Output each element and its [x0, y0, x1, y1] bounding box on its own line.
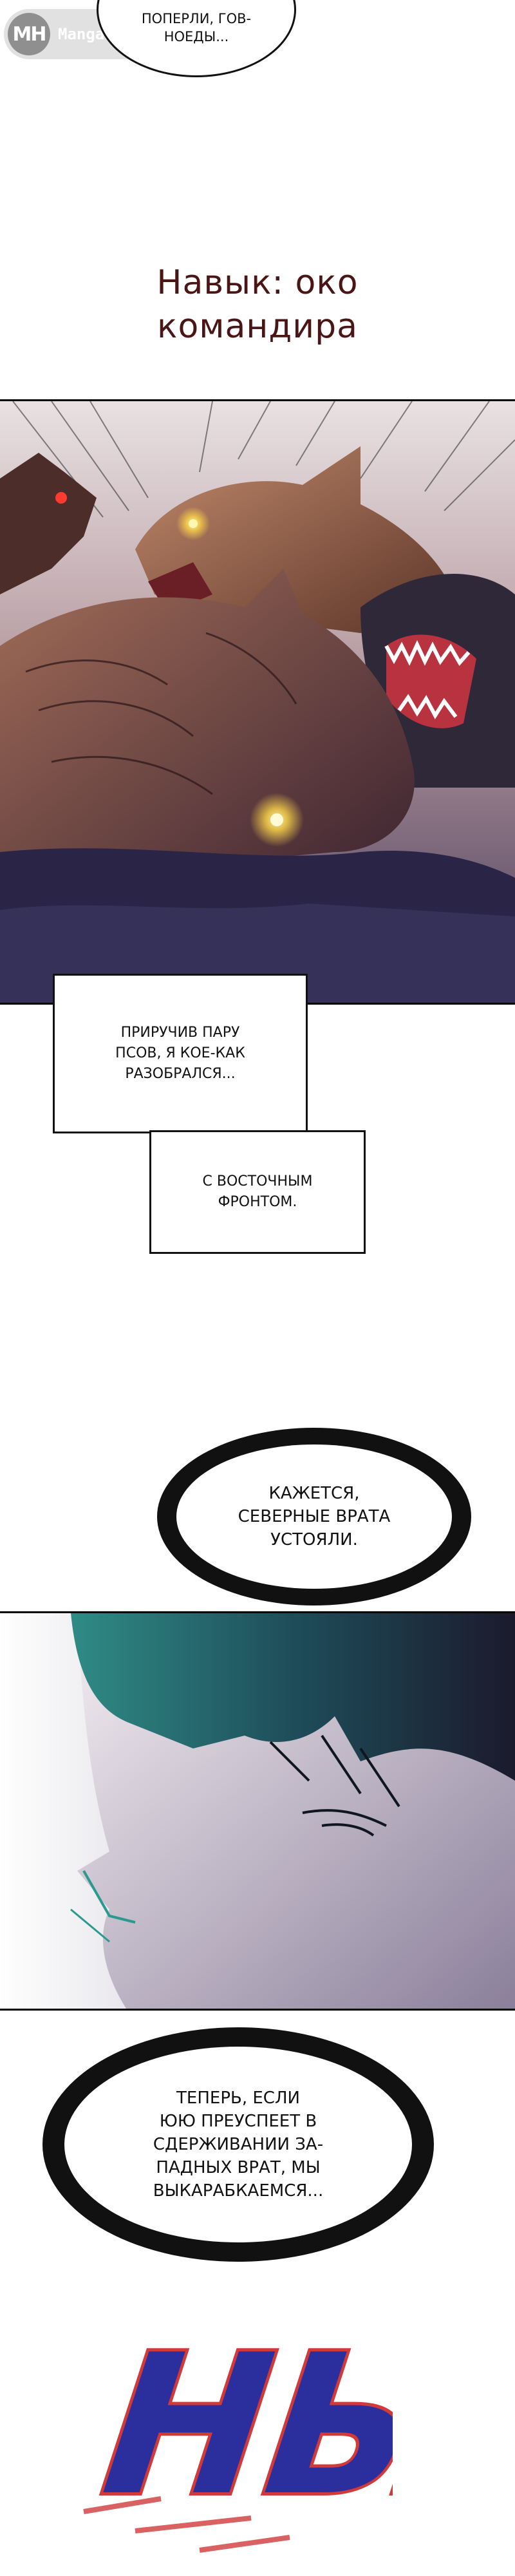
- narration-1-line-1: ПРИРУЧИВ ПАРУ: [120, 1025, 240, 1041]
- bubble-bottom-line-1: ТЕПЕРЬ, ЕСЛИ: [176, 2088, 300, 2108]
- bubble-mid-line-1: КАЖЕТСЯ,: [268, 1484, 360, 1503]
- speech-bubble-top: ПОПЕРЛИ, ГОВ- НОЕДЫ...: [97, 0, 296, 77]
- speech-bubble-spiky-1: КАЖЕТСЯ, СЕВЕРНЫЕ ВРАТА УСТОЯЛИ.: [153, 1423, 475, 1610]
- speech-bubble-spiky-2: ТЕПЕРЬ, ЕСЛИ ЮЮ ПРЕУСПЕЕТ В СДЕРЖИВАНИИ …: [39, 2022, 438, 2267]
- bubble-mid-line-2: СЕВЕРНЫЕ ВРАТА: [238, 1507, 391, 1526]
- wolves-illustration: [0, 401, 515, 1003]
- bubble-bottom-line-4: ПАДНЫХ ВРАТ, МЫ: [156, 2158, 321, 2177]
- narration-2-line-1: С ВОСТОЧНЫМ: [202, 1173, 313, 1189]
- spiky-bubble-2-shape: [42, 2027, 434, 2262]
- skill-title-line-2: командира: [157, 307, 358, 346]
- bubble-bottom-line-3: СДЕРЖИВАНИИ ЗА-: [153, 2135, 324, 2154]
- spiky-bubble-1-shape: [157, 1428, 471, 1605]
- sound-effect: НЫ!: [58, 2280, 515, 2563]
- skill-title-line-1: Навык: око: [156, 263, 359, 302]
- bubble-bottom-line-5: ВЫКАРАБКАЕМСЯ...: [153, 2181, 324, 2201]
- skill-title: Навык: око командира: [0, 261, 515, 348]
- narration-box-1: ПРИРУЧИВ ПАРУ ПСОВ, Я КОЕ-КАК РАЗОБРАЛСЯ…: [53, 974, 308, 1133]
- bubble-top-line-2: НОЕДЫ...: [164, 29, 229, 44]
- watermark-logo: MH: [8, 13, 50, 55]
- sfx-lettering: НЫ!: [68, 2309, 515, 2553]
- bubble-top-line-1: ПОПЕРЛИ, ГОВ-: [141, 11, 252, 26]
- narration-2-line-2: ФРОНТОМ.: [218, 1194, 297, 1210]
- bubble-mid-line-3: УСТОЯЛИ.: [270, 1530, 358, 1549]
- panel-wolves: [0, 399, 515, 1005]
- boy-illustration: [0, 1613, 515, 2009]
- narration-1-line-2: ПСОВ, Я КОЕ-КАК: [115, 1045, 245, 1061]
- narration-box-2: С ВОСТОЧНЫМ ФРОНТОМ.: [149, 1130, 366, 1254]
- bubble-bottom-line-2: ЮЮ ПРЕУСПЕЕТ В: [159, 2112, 317, 2131]
- narration-1-line-3: РАЗОБРАЛСЯ...: [125, 1066, 236, 1082]
- panel-boy: [0, 1611, 515, 2011]
